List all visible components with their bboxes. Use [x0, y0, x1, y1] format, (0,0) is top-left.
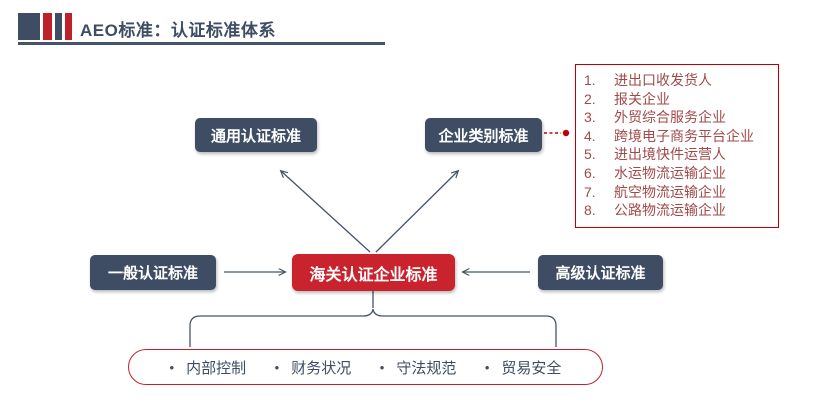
criteria-item: • 财务状况 [275, 357, 352, 378]
title-underline [18, 42, 385, 45]
criteria-item-label: 财务状况 [291, 359, 352, 377]
list-item: 6. 水运物流运输企业 [584, 164, 774, 183]
list-item-label: 进出口收发货人 [614, 72, 712, 88]
list-item-number: 1. [584, 72, 596, 88]
list-item: 1. 进出口收发货人 [584, 71, 774, 90]
arrow-to-general-standard [281, 171, 371, 253]
list-item-number: 7. [584, 183, 596, 200]
list-item: 4. 跨境电子商务平台企业 [584, 127, 774, 146]
bullet-icon: • [274, 359, 280, 375]
node-label: 海关认证企业标准 [309, 266, 438, 284]
list-item-number: 4. [584, 127, 596, 144]
logo-bar [65, 13, 72, 40]
bullet-icon: • [169, 359, 175, 375]
bullet-icon: • [484, 359, 490, 375]
logo [18, 13, 72, 40]
list-item-label: 公路物流运输企业 [614, 202, 726, 219]
list-item-number: 5. [584, 146, 596, 163]
list-item-label: 跨境电子商务平台企业 [614, 127, 754, 144]
node-label: 通用认证标准 [210, 127, 301, 145]
connector-dot [562, 129, 570, 137]
node-basic-certification-standard: 一般认证标准 [90, 255, 216, 290]
criteria-item: • 守法规范 [380, 357, 457, 378]
criteria-box: • 内部控制 • 财务状况 • 守法规范 • 贸易安全 [128, 349, 603, 385]
list-item: 8. 公路物流运输企业 [584, 201, 774, 220]
criteria-item-label: 贸易安全 [501, 359, 562, 377]
logo-bar [18, 13, 40, 40]
logo-bar [55, 13, 62, 40]
list-item-label: 报关企业 [614, 90, 670, 107]
arrow-to-category-standard [375, 171, 458, 253]
bullet-icon: • [379, 359, 385, 375]
brace-right [372, 308, 557, 347]
list-item-number: 8. [584, 202, 596, 219]
list-item-label: 航空物流运输企业 [614, 183, 726, 200]
page-title: AEO标准：认证标准体系 [80, 21, 276, 40]
node-label: 企业类别标准 [438, 127, 529, 145]
list-item-number: 6. [584, 164, 596, 181]
criteria-item-label: 守法规范 [396, 359, 457, 377]
logo-bar [43, 13, 52, 40]
node-label: 一般认证标准 [107, 265, 198, 282]
node-enterprise-category-standard: 企业类别标准 [425, 118, 542, 152]
node-general-certification-standard: 通用认证标准 [195, 118, 317, 152]
criteria-item: • 贸易安全 [485, 357, 562, 378]
list-item-number: 2. [584, 90, 596, 107]
list-item: 3. 外贸综合服务企业 [584, 108, 774, 127]
criteria-item-label: 内部控制 [186, 359, 247, 377]
enterprise-category-list: 1. 进出口收发货人 2. 报关企业 3. 外贸综合服务企业 4. 跨境电子商务… [575, 64, 779, 228]
list-item: 2. 报关企业 [584, 90, 774, 109]
node-label: 高级认证标准 [555, 265, 646, 282]
list-item-label: 外贸综合服务企业 [614, 109, 726, 126]
node-advanced-certification-standard: 高级认证标准 [538, 255, 663, 290]
brace-left [189, 308, 374, 347]
list-item: 5. 进出境快件运营人 [584, 145, 774, 164]
list-item-label: 进出境快件运营人 [614, 146, 726, 163]
list-item: 7. 航空物流运输企业 [584, 183, 774, 202]
list-item-label: 水运物流运输企业 [614, 164, 726, 181]
node-customs-certified-enterprise-standard: 海关认证企业标准 [292, 254, 455, 291]
list-item-number: 3. [584, 109, 596, 126]
criteria-item: • 内部控制 [170, 357, 247, 378]
